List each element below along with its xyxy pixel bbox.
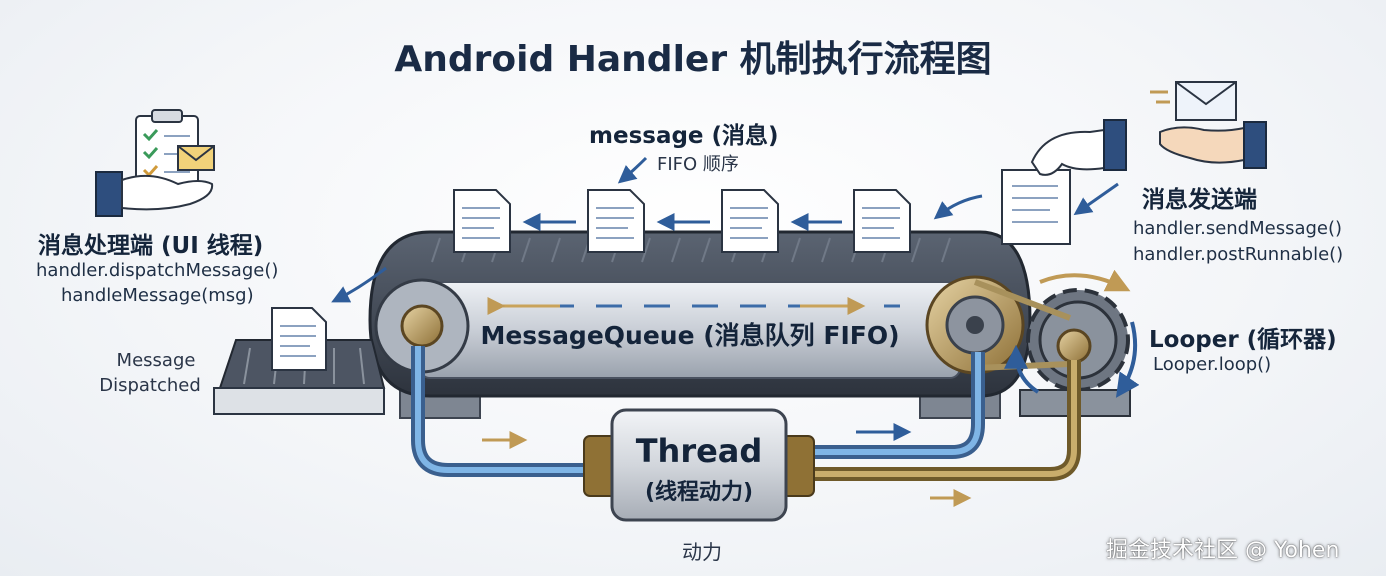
sender-method-send: handler.sendMessage() [1133, 218, 1343, 239]
sender-heading: 消息发送端 [1142, 187, 1257, 213]
dispatched-line1: Message [116, 350, 196, 371]
page-title: Android Handler 机制执行流程图 [394, 39, 992, 80]
power-pipes [411, 346, 1081, 507]
watermark: 掘金技术社区 @ Yohen [1106, 538, 1340, 563]
thread-sublabel: (线程动力) [644, 480, 754, 505]
tray-icon [213, 307, 386, 415]
handler-heading: 消息处理端 (UI 线程) [38, 233, 264, 259]
envelope-icon [177, 145, 215, 171]
looper-heading: Looper (循环器) [1149, 327, 1337, 353]
thread-engine [583, 408, 815, 522]
message-order: FIFO 顺序 [657, 154, 739, 175]
message-heading: message (消息) [589, 123, 779, 149]
handler-method-dispatch: handler.dispatchMessage() [36, 260, 279, 281]
message-queue-label: MessageQueue (消息队列 FIFO) [480, 321, 900, 350]
sender-method-post: handler.postRunnable() [1133, 244, 1344, 265]
dispatched-line2: Dispatched [99, 375, 201, 396]
flow-arrows [331, 156, 1119, 303]
thread-label: Thread [635, 432, 763, 470]
sender-hand-icon [1001, 119, 1127, 245]
power-label: 动力 [682, 540, 722, 564]
gear-icon [973, 269, 1140, 417]
receiver-hand-icon [1150, 81, 1267, 169]
looper-method: Looper.loop() [1153, 354, 1272, 375]
open-hand-icon [95, 171, 214, 217]
handler-method-handle: handleMessage(msg) [61, 285, 254, 306]
document-icon [453, 189, 911, 253]
